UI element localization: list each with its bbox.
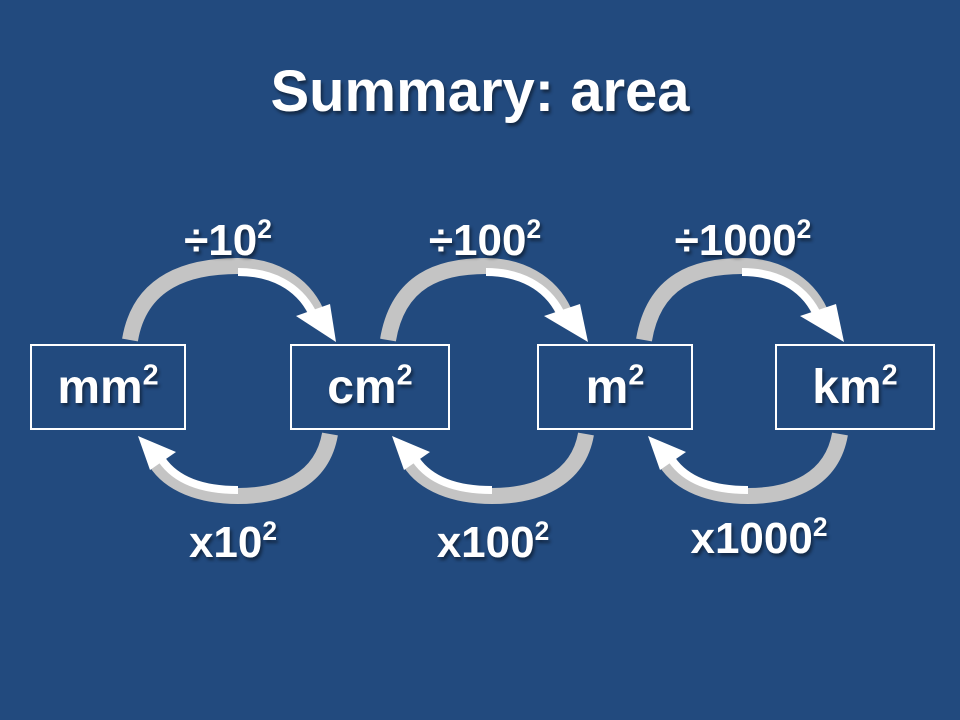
divide-arrow-2 (380, 257, 588, 342)
page-title: Summary: area (270, 59, 690, 124)
divide-label-3: ÷10002 (674, 213, 812, 265)
multiply-arrow-1 (138, 432, 338, 505)
unit-label: m2 (585, 358, 645, 414)
unit-box-km2: km2 (775, 344, 935, 430)
divide-label-1: ÷102 (184, 213, 272, 265)
divide-label-2: ÷1002 (428, 213, 542, 265)
multiply-arrow-3 (648, 432, 848, 505)
multiply-label-1: x102 (188, 515, 278, 567)
unit-label: km2 (812, 358, 898, 414)
multiply-label-3: x10002 (690, 511, 828, 563)
unit-label: cm2 (327, 358, 413, 414)
unit-box-m2: m2 (537, 344, 693, 430)
unit-label: mm2 (57, 358, 159, 414)
multiply-label-2: x1002 (436, 515, 550, 567)
unit-box-mm2: mm2 (30, 344, 186, 430)
multiply-arrow-2 (392, 432, 594, 505)
divide-arrow-1 (122, 257, 336, 342)
unit-box-cm2: cm2 (290, 344, 450, 430)
divide-arrow-3 (636, 257, 844, 342)
